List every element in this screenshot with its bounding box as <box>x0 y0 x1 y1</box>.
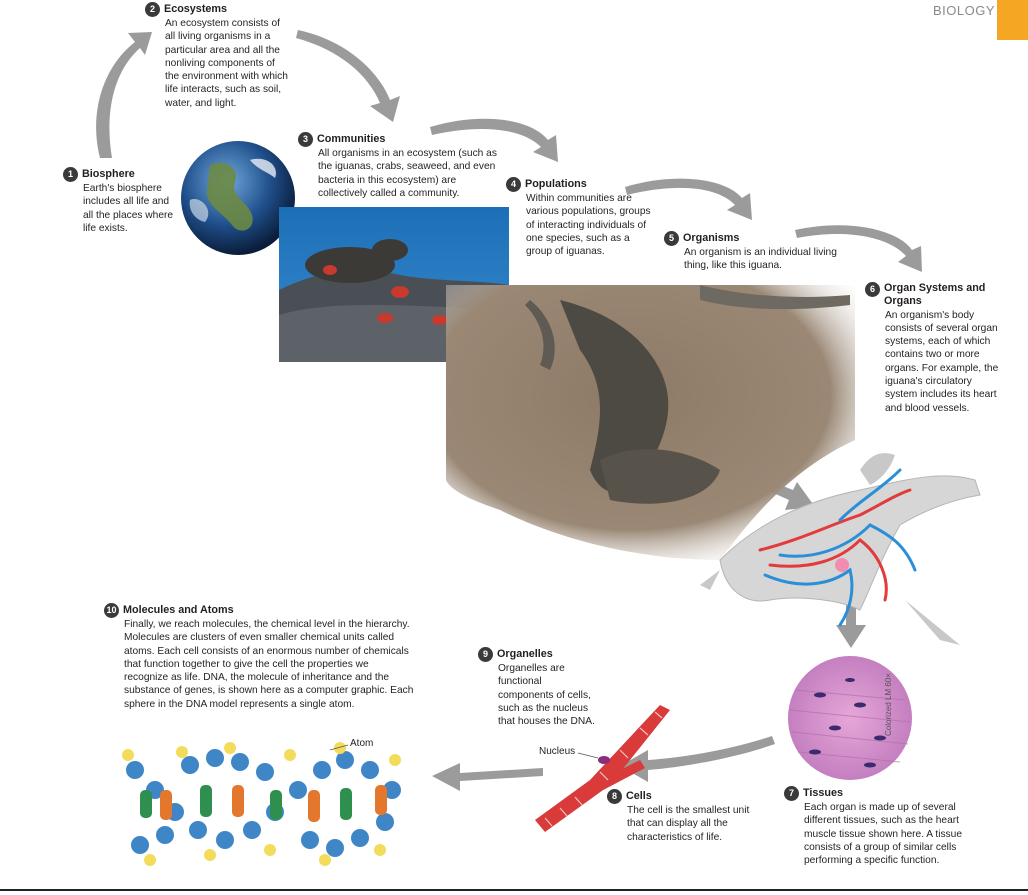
level-title: Molecules and Atoms <box>123 603 234 616</box>
arrow-3-4 <box>430 118 558 162</box>
number-badge: 9 <box>478 647 493 662</box>
iguana-organ-system-image <box>700 453 981 645</box>
level-cells: 8 Cells The cell is the smallest unit tha… <box>607 789 757 844</box>
arrow-2-3 <box>296 30 400 122</box>
arrow-5-6 <box>795 225 922 272</box>
level-description: Earth's biosphere includes all life and … <box>83 183 174 234</box>
level-title: Cells <box>626 789 652 802</box>
level-biosphere: 1 Biosphere Earth's biosphere includes al… <box>63 167 178 235</box>
level-title: Tissues <box>803 786 844 799</box>
number-badge: 5 <box>664 231 679 246</box>
number-badge: 2 <box>145 2 160 17</box>
arrow-1-2 <box>96 32 152 158</box>
micrograph-caption: Colorized LM 60× <box>884 673 893 736</box>
number-badge: 1 <box>63 167 78 182</box>
arrow-7-8 <box>620 736 775 782</box>
level-title: Biosphere <box>82 167 135 180</box>
subject-header: BIOLOGY <box>933 3 996 18</box>
number-badge: 4 <box>506 177 521 192</box>
level-description: An organism's body consists of several o… <box>885 309 999 414</box>
level-molecules-atoms: 10 Molecules and Atoms Finally, we reach … <box>104 603 414 711</box>
level-description: Finally, we reach molecules, the chemica… <box>124 619 414 710</box>
level-ecosystems: 2 Ecosystems An ecosystem consists of all… <box>145 2 290 110</box>
number-badge: 6 <box>865 282 880 297</box>
number-badge: 10 <box>104 603 119 618</box>
dna-model-image <box>120 740 415 866</box>
number-badge: 3 <box>298 132 313 147</box>
level-communities: 3 Communities All organisms in an ecosyst… <box>298 132 498 200</box>
earth-image <box>181 141 295 255</box>
level-description: The cell is the smallest unit that can d… <box>627 805 750 843</box>
level-title: Communities <box>317 132 386 145</box>
nucleus-label: Nucleus <box>539 746 576 757</box>
chapter-tab <box>997 0 1028 40</box>
level-title: Populations <box>525 177 587 190</box>
level-title: Organisms <box>683 231 740 244</box>
level-description: Organelles are functional components of … <box>498 663 595 728</box>
number-badge: 7 <box>784 786 799 801</box>
arrow-6-7 <box>836 585 866 648</box>
level-organelles: 9 Organelles Organelles are functional co… <box>478 647 598 728</box>
page-bottom-rule <box>0 889 1028 891</box>
arrow-8-10 <box>432 763 543 791</box>
level-description: All organisms in an ecosystem (such as t… <box>318 148 497 199</box>
level-description: An ecosystem consists of all living orga… <box>165 18 288 109</box>
level-description: An organism is an individual living thin… <box>684 247 837 272</box>
level-tissues: 7 Tissues Each organ is made up of severa… <box>784 786 979 867</box>
level-organ-systems: 6 Organ Systems and Organs An organism's … <box>865 282 1000 415</box>
level-organisms: 5 Organisms An organism is an individual … <box>664 231 839 273</box>
iguana-population-photo <box>446 285 855 560</box>
level-description: Each organ is made up of several differe… <box>804 802 962 867</box>
arrow-4-5 <box>625 178 752 220</box>
tissue-micrograph <box>788 656 912 780</box>
muscle-cell-image <box>535 705 670 832</box>
number-badge: 8 <box>607 789 622 804</box>
level-title: Organ Systems and Organs <box>884 282 986 308</box>
level-title: Ecosystems <box>164 2 228 15</box>
level-title: Organelles <box>497 647 553 660</box>
atom-label: Atom <box>350 738 374 749</box>
level-description: Within communities are various populatio… <box>526 193 651 258</box>
level-populations: 4 Populations Within communities are vari… <box>506 177 651 258</box>
